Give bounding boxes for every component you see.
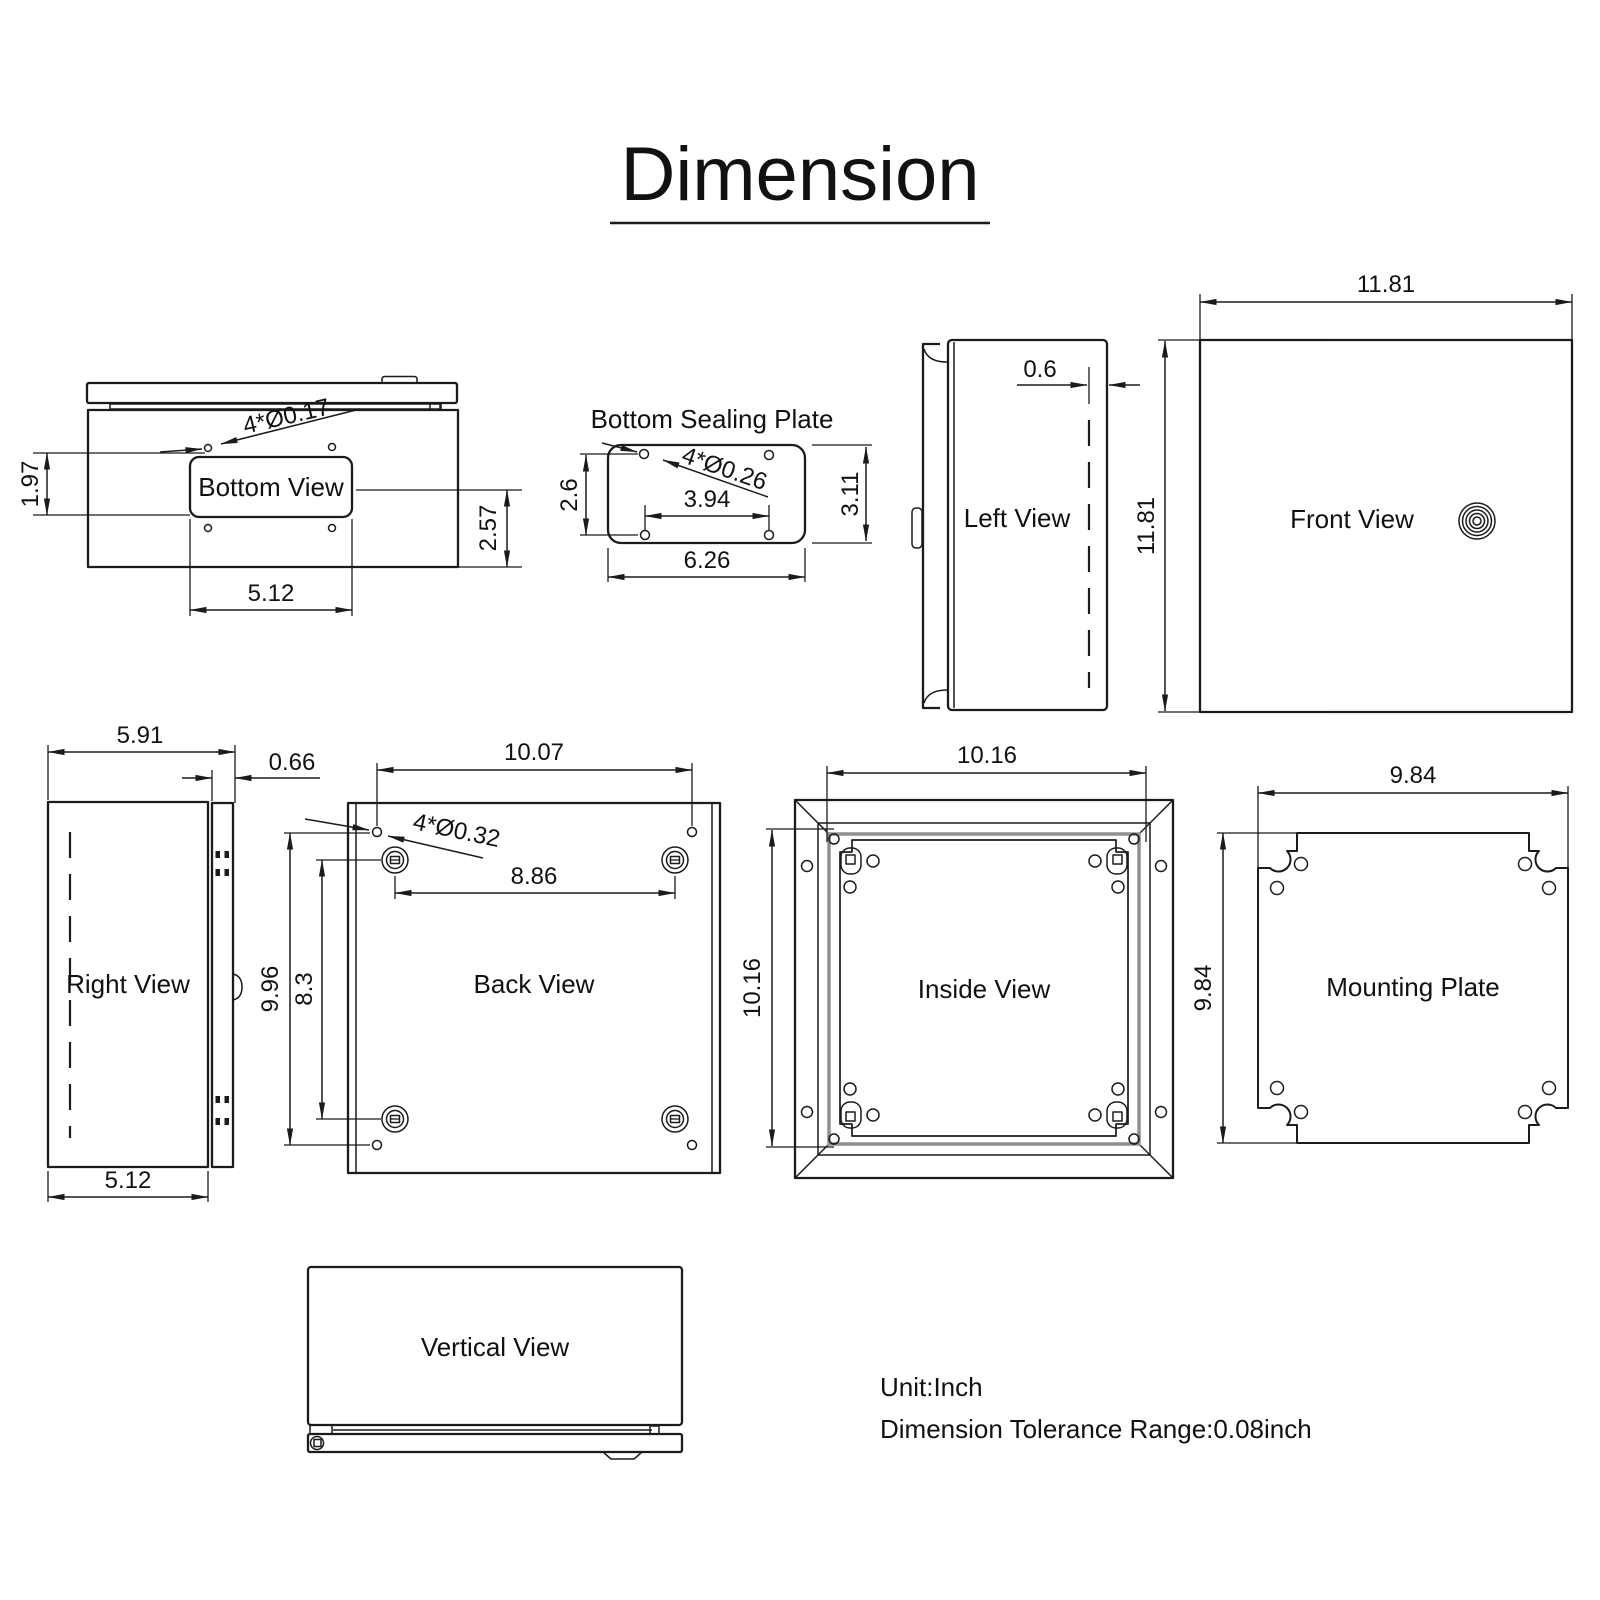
back-view-hole-dimension: 4*Ø0.32 <box>411 808 503 853</box>
left-view-clip-bump <box>911 507 923 549</box>
front-view-outline <box>1198 338 1574 714</box>
back-view-corner-holes <box>371 826 698 1151</box>
inside-view-plate-holes <box>843 854 1125 1122</box>
inside-view-label: Inside View <box>918 974 1051 1004</box>
left-view-group: Left View 0.6 11.81 <box>911 338 1169 712</box>
vertical-view-lid-outline <box>306 1432 684 1454</box>
bottom-view-right-dimension: 2.57 <box>475 505 502 552</box>
back-view-extension-lines <box>284 763 693 1146</box>
back-view-label: Back View <box>474 969 595 999</box>
front-view-label: Front View <box>1290 504 1414 534</box>
vertical-view-left-step <box>309 1424 333 1435</box>
left-view-body-outline <box>946 338 1109 712</box>
hole-leader-line <box>220 408 361 445</box>
tolerance-note: Dimension Tolerance Range:0.08inch <box>880 1414 1312 1444</box>
inside-view-width-dimension: 10.16 <box>957 742 1017 769</box>
right-view-hinges <box>215 851 229 1125</box>
inside-view-plate-outline <box>839 839 1129 1137</box>
inside-view-plate-slots <box>840 847 1128 1129</box>
front-view-extension-lines <box>1158 294 1573 713</box>
sealing-plate-holes <box>638 448 775 541</box>
inside-view-extension-lines <box>766 766 1147 1148</box>
left-view-bottom-hook <box>923 689 948 704</box>
mounting-plate-label: Mounting Plate <box>1326 972 1499 1002</box>
right-view-depth-dimension: 5.91 <box>117 722 164 749</box>
back-view-group: Back View 10.07 4*Ø0.32 8.86 9.96 8.3 <box>257 739 722 1175</box>
vertical-view-group: Vertical View <box>306 1265 684 1460</box>
back-view-height-dimension: 9.96 <box>257 966 284 1013</box>
bottom-view-hole-dimension: 4*Ø0.17 <box>240 394 332 440</box>
vertical-view-hinge-circle <box>309 1435 325 1451</box>
unit-note: Unit:Inch <box>880 1372 983 1402</box>
inside-view-height-dimension: 10.16 <box>739 958 766 1018</box>
sealing-plate-outline <box>606 443 807 545</box>
bottom-view-holes <box>203 442 337 533</box>
vertical-view-bottom-tab <box>602 1451 643 1460</box>
sealing-plate-left-dimension: 2.6 <box>556 478 583 511</box>
left-view-offset-dimension: 0.6 <box>1023 356 1056 383</box>
inside-view-group: Inside View 10.16 10.16 <box>739 742 1175 1180</box>
mounting-plate-width-dimension: 9.84 <box>1390 762 1437 789</box>
left-view-label: Left View <box>964 503 1071 533</box>
lock-icon <box>1458 502 1496 540</box>
page-title: Dimension <box>620 132 979 217</box>
mounting-plate-outline <box>1257 832 1569 1144</box>
front-view-width-dimension: 11.81 <box>1357 271 1415 298</box>
sealing-plate-right-dimension: 3.11 <box>837 472 864 517</box>
bottom-view-bottom-dimension: 5.12 <box>248 580 295 607</box>
vertical-view-body-outline <box>306 1265 684 1427</box>
sealing-plate-label: Bottom Sealing Plate <box>591 404 834 434</box>
right-view-body-outline <box>210 801 235 1169</box>
vertical-view-hinge-detail <box>313 1438 322 1448</box>
sealing-plate-inner-dimension: 3.94 <box>684 486 731 513</box>
right-view-door-outline <box>46 800 210 1169</box>
notes-block: Unit:Inch Dimension Tolerance Range:0.08… <box>880 1372 1312 1444</box>
left-view-height-dimension: 11.81 <box>1133 497 1160 555</box>
bottom-view-lid-outline <box>85 381 459 405</box>
inside-view-frame-holes <box>800 833 1168 1145</box>
bottom-view-label-box <box>188 455 354 519</box>
front-view-group: Front View 11.81 <box>1158 271 1574 714</box>
hole-leader-line <box>601 442 638 453</box>
vertical-view-label: Vertical View <box>421 1332 570 1362</box>
mounting-plate-extension-lines <box>1217 786 1569 1144</box>
right-view-group: Right View 5.91 0.66 5.12 <box>46 722 320 1202</box>
bottom-view-extension-lines <box>33 452 522 616</box>
mounting-plate-height-dimension: 9.84 <box>1190 965 1217 1012</box>
bottom-view-body-outline <box>86 408 460 569</box>
bottom-view-group: Bottom View 4*Ø0.17 1.97 2.57 5.12 <box>17 375 522 616</box>
right-view-body-dimension: 0.66 <box>269 749 316 776</box>
back-view-mount-bosses <box>381 846 689 1133</box>
right-view-label: Right View <box>66 969 190 999</box>
left-view-flange-outline <box>921 342 940 710</box>
hole-leader-line <box>662 459 769 498</box>
hole-leader-line <box>387 835 484 859</box>
right-view-latch-bump <box>232 973 243 1001</box>
back-view-width-dimension: 10.07 <box>504 739 564 766</box>
back-view-inner-height-dimension: 8.3 <box>291 972 318 1005</box>
hole-leader-line <box>159 447 203 454</box>
back-view-inner-width-dimension: 8.86 <box>511 863 558 890</box>
title-block: Dimension <box>610 132 990 225</box>
mounting-plate-group: Mounting Plate 9.84 9.84 <box>1190 762 1569 1144</box>
left-view-top-hook <box>923 348 948 363</box>
inside-view-inner-frame <box>817 822 1151 1156</box>
inside-view-gasket-frame <box>827 832 1141 1146</box>
right-view-door-dimension: 5.12 <box>105 1167 152 1194</box>
back-view-outline <box>346 801 722 1175</box>
sealing-plate-bottom-dimension: 6.26 <box>684 547 731 574</box>
mounting-plate-holes <box>1269 856 1557 1120</box>
hole-leader-line <box>304 818 370 831</box>
bottom-sealing-plate-group: Bottom Sealing Plate 4*Ø0.26 2.6 3.94 3.… <box>556 404 872 582</box>
inside-view-outline <box>793 798 1175 1180</box>
bottom-view-latch-bump <box>381 375 418 383</box>
bottom-view-left-dimension: 1.97 <box>17 461 44 508</box>
bottom-view-label: Bottom View <box>198 472 344 502</box>
